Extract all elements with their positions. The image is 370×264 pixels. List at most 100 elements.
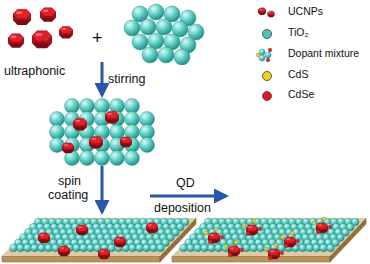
tio2-sphere [140,112,155,127]
ucnp-highlight [116,238,120,240]
ucnp-crystal [114,237,126,243]
ucnp-crystal [73,118,87,125]
tio2-sphere [125,151,140,166]
ucnp-crystal [268,11,275,15]
substrate [2,218,196,256]
legend-swatch [262,71,272,81]
legend-text: Dopant mixture [288,47,359,59]
legend-text: TiO₂ [288,26,309,38]
tio2-sphere [132,34,148,50]
ucnp-crystal [89,136,103,143]
quantum-dot [316,230,320,234]
tio2-sphere [24,244,32,252]
tio2-sphere [110,125,125,140]
ucnp-highlight [259,9,262,10]
quantum-dot [242,223,246,227]
ucnp-highlight [230,247,234,249]
ucnp-crystal [258,8,266,12]
ucnp-highlight [122,138,126,140]
quantum-dot [246,232,250,236]
process-label: QD [176,176,195,190]
ucnp-crystal [13,9,31,18]
tio2-sphere [158,47,174,63]
ucnp-crystal [98,249,110,255]
tio2-sphere [50,112,65,127]
ucnp-highlight [75,120,80,122]
ucnp-highlight [43,10,49,12]
tio2-sphere [95,99,110,114]
tio2-sphere [150,244,158,252]
tio2-sphere [80,244,88,252]
plus-sign: + [92,28,103,49]
tio2-sphere [38,244,46,252]
tio2-sphere [10,244,18,252]
tio2-sphere [140,19,156,35]
quantum-dot [224,244,228,248]
tio2-sphere [313,244,321,252]
tio2-sphere [129,244,137,252]
ucnp-crystal [284,237,296,243]
tio2-sphere [87,244,95,252]
tio2-sphere [80,151,95,166]
ucnp-crystal [62,143,74,149]
ucnp-crystal [105,111,119,118]
ucnp-crystal [76,225,88,231]
tio2-sphere [17,244,25,252]
ucnp-highlight [61,28,66,30]
quantum-dot [264,247,268,251]
ucnp-crystal [8,34,24,42]
ucnp-highlight [100,250,104,252]
tio2-sphere [201,244,209,252]
tio2-sphere [156,19,172,35]
tio2-sphere [143,244,151,252]
tio2-sphere [327,244,335,252]
ucnp-highlight [40,234,44,236]
quantum-dot [214,227,218,231]
tio2-sphere [187,244,195,252]
ucnp-highlight [269,12,271,13]
substrate [330,218,366,262]
ucnp-highlight [286,238,290,240]
ucnp-highlight [78,226,82,228]
tio2-sphere [95,151,110,166]
ucnp-highlight [36,33,43,36]
quantum-dot [220,235,224,239]
quantum-dot [204,231,208,235]
process-label: stirring [108,72,146,86]
flow-arrow [101,62,104,95]
tio2-sphere [140,125,155,140]
flow-arrow [150,195,226,198]
tio2-sphere [110,151,125,166]
quantum-dot [268,256,272,260]
ucnp-highlight [270,250,274,252]
quantum-dot [290,231,294,235]
tio2-sphere [73,244,81,252]
legend-text: CdSe [288,88,314,100]
tio2-sphere [259,49,265,55]
quantum-dot [252,219,256,223]
tio2-sphere [31,244,39,252]
quantum-dot [280,235,284,239]
tio2-sphere [299,244,307,252]
ucnp-highlight [11,36,17,38]
legend-text: CdS [288,68,308,80]
legend-swatch [262,29,272,39]
tio2-sphere [65,99,80,114]
quantum-dot [328,225,332,229]
ucnp-crystal [58,246,70,252]
process-label: deposition [154,201,211,215]
ucnp-crystal [268,249,280,255]
ucnp-highlight [248,226,252,228]
ucnp-highlight [318,224,322,226]
tio2-sphere [174,49,190,65]
ucnp-highlight [91,138,96,140]
ucnp-highlight [16,11,22,14]
ucnp-crystal [120,137,132,143]
quantum-dot [208,240,212,244]
process-label: coating [48,188,88,202]
quantum-dot [266,58,270,62]
ucnp-crystal [246,225,258,231]
substrate [2,256,160,262]
tio2-sphere [148,4,164,20]
quantum-dot [228,253,232,257]
